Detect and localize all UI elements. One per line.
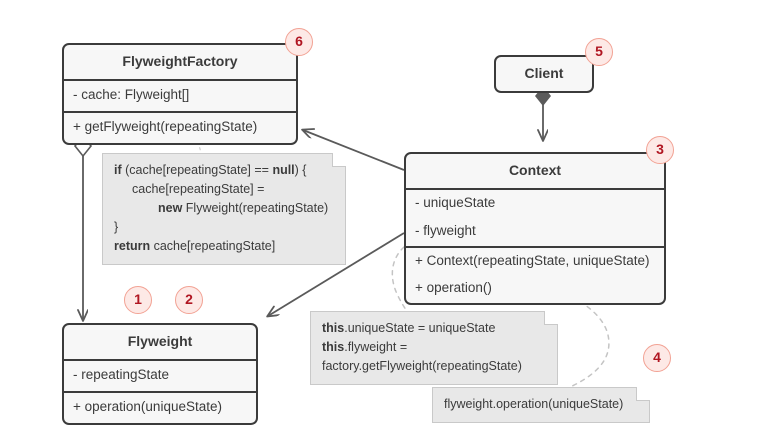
class-field-flyweight-factory-cache: - cache: Flyweight[] <box>64 79 296 111</box>
badge-6[interactable]: 6 <box>285 28 313 56</box>
badge-3[interactable]: 3 <box>646 136 674 164</box>
note-factory-code: if (cache[repeatingState] == null) { cac… <box>102 153 346 265</box>
note-fold-corner <box>332 153 346 167</box>
class-field-flyweight-repeatingstate: - repeatingState <box>64 359 256 391</box>
badge-2[interactable]: 2 <box>175 286 203 314</box>
class-box-context[interactable]: Context - uniqueState - flyweight + Cont… <box>404 152 666 305</box>
class-name-client: Client <box>524 65 564 81</box>
note-factory-code-text: if (cache[repeatingState] == null) { cac… <box>114 163 329 253</box>
badge-5[interactable]: 5 <box>585 38 613 66</box>
class-method-context-operation: + operation() <box>415 280 492 296</box>
badge-1[interactable]: 1 <box>124 286 152 314</box>
class-name-flyweight: Flyweight <box>127 333 193 349</box>
edge-factory-to-flyweight <box>73 134 93 320</box>
class-box-client[interactable]: Client <box>494 55 594 94</box>
class-method-flyweight-operation: + operation(uniqueState) <box>64 390 256 423</box>
class-box-flyweight[interactable]: Flyweight - repeatingState + operation(u… <box>62 323 258 425</box>
class-name-context: Context <box>508 162 562 178</box>
note-fold-corner <box>636 387 650 401</box>
note-operation-body: flyweight.operation(uniqueState) <box>432 387 650 423</box>
class-box-flyweight-factory[interactable]: FlyweightFactory - cache: Flyweight[] + … <box>62 43 298 145</box>
class-name-flyweight-factory: FlyweightFactory <box>122 53 238 69</box>
class-field-context-flyweight: - flyweight <box>415 222 476 238</box>
class-method-flyweight-factory-getflyweight: + getFlyweight(repeatingState) <box>64 110 296 143</box>
note-operation-body-text: flyweight.operation(uniqueState) <box>444 397 624 411</box>
note-context-constructor: this.uniqueState = uniqueState this.flyw… <box>310 311 558 385</box>
note-fold-corner <box>544 311 558 325</box>
note-context-constructor-text: this.uniqueState = uniqueState this.flyw… <box>322 321 522 373</box>
badge-4[interactable]: 4 <box>643 344 671 372</box>
class-method-context-constructor: + Context(repeatingState, uniqueState) <box>406 245 664 276</box>
class-field-context-uniquestate: - uniqueState <box>406 188 664 218</box>
edge-client-to-context <box>535 86 551 140</box>
